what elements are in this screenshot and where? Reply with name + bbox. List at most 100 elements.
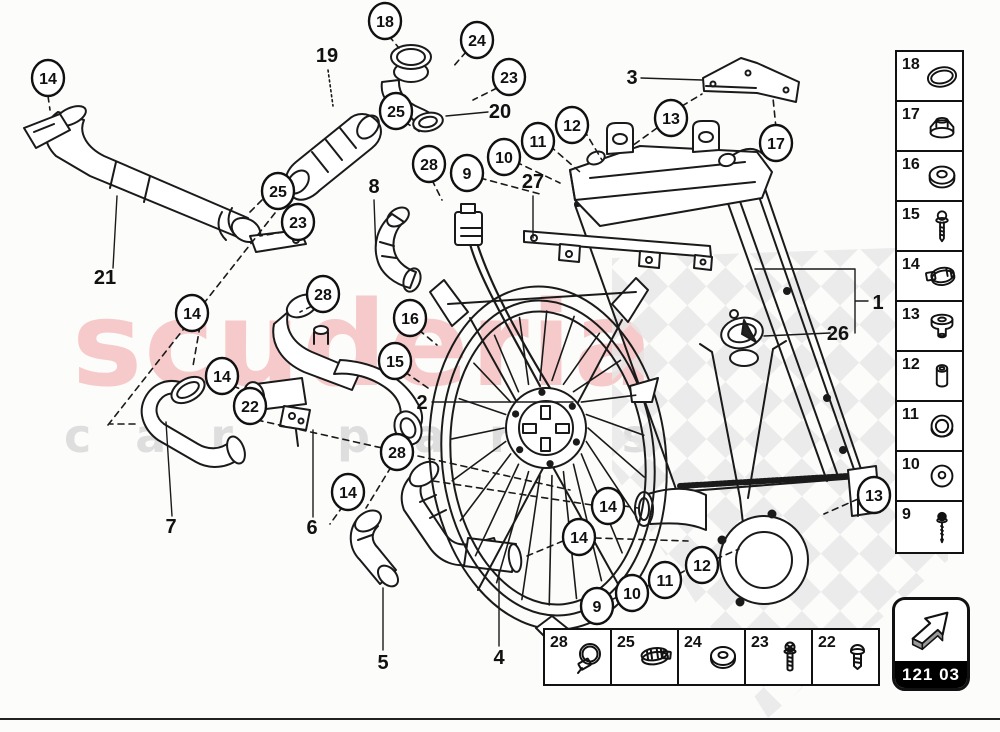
balloon-number: 28 (314, 287, 332, 304)
balloon-number: 14 (39, 71, 57, 88)
sidebar-cell-16: 16 (897, 152, 962, 202)
balloon-number: 11 (657, 573, 674, 590)
hose-clamp-icon (925, 266, 956, 287)
balloon-12: 12 (684, 545, 720, 585)
part-number: 23 (751, 634, 769, 651)
legend-cell-28: 28 (545, 630, 612, 684)
bolt-icon (783, 641, 797, 672)
balloon-number: 23 (500, 70, 518, 87)
balloon-number: 14 (183, 306, 201, 323)
balloon-28: 28 (379, 432, 415, 472)
balloon-number: 22 (241, 399, 259, 416)
hose-7 (140, 375, 246, 468)
part-label-5: 5 (377, 652, 388, 674)
balloon-22: 22 (232, 386, 268, 426)
leader-lines (112, 77, 869, 651)
balloon-number: 9 (463, 166, 472, 183)
washer-icon (928, 165, 956, 189)
thermostat-cap (699, 309, 787, 533)
sidebar-cell-18: 18 (897, 52, 962, 102)
hardware-parts-legend: 28 25 24 23 22 (543, 628, 880, 686)
part-number: 9 (902, 506, 911, 523)
sidebar-cell-11: 11 (897, 402, 962, 452)
sidebar-cell-14: 14 (897, 252, 962, 302)
sidebar-cell-17: 17 (897, 102, 962, 152)
grommet-washer-icon (710, 646, 736, 669)
part-label-20: 20 (489, 101, 511, 123)
part-number: 16 (902, 156, 920, 173)
balloon-number: 17 (767, 136, 785, 153)
cooling-fan (428, 203, 668, 649)
balloon-number: 12 (563, 118, 581, 135)
diagram-page-code-box: 121 03 (892, 597, 970, 691)
part-number: 17 (902, 106, 920, 123)
balloon-23: 23 (280, 202, 316, 242)
screw-long-icon (936, 511, 948, 544)
balloon-10: 10 (614, 573, 650, 613)
hose-19 (284, 113, 382, 201)
legend-cell-22: 22 (813, 630, 878, 684)
hose-5 (349, 509, 399, 588)
part-number: 25 (617, 634, 635, 651)
part-number: 13 (902, 306, 920, 323)
balloon-11: 11 (520, 121, 556, 161)
balloon-16: 16 (392, 298, 428, 338)
part-label-6: 6 (306, 517, 317, 539)
part-number: 14 (902, 256, 920, 273)
balloon-14: 14 (561, 517, 597, 557)
balloon-14: 14 (330, 472, 366, 512)
part-label-26: 26 (827, 323, 849, 345)
balloon-15: 15 (377, 341, 413, 381)
part-number: 28 (550, 634, 568, 651)
part-label-4: 4 (493, 647, 505, 669)
part-label-21: 21 (94, 267, 116, 289)
dotted-leader-lines (327, 69, 334, 107)
balloon-18: 18 (367, 1, 403, 41)
legend-cell-25: 25 (612, 630, 679, 684)
part-number: 18 (902, 56, 920, 73)
balloon-12: 12 (554, 105, 590, 145)
balloon-number: 14 (339, 485, 357, 502)
oring-icon (926, 66, 958, 88)
balloon-number: 10 (495, 150, 513, 167)
part-number: 22 (818, 634, 836, 651)
balloon-number: 11 (530, 134, 547, 151)
balloon-number: 18 (376, 14, 394, 31)
balloon-25: 25 (378, 91, 414, 131)
balloon-14: 14 (590, 486, 626, 526)
part-number: 11 (902, 406, 919, 423)
balloon-number: 16 (401, 311, 419, 328)
part-label-2: 2 (416, 392, 427, 414)
balloon-number: 10 (623, 586, 641, 603)
balloon-number: 9 (593, 599, 602, 616)
part-label-3: 3 (626, 67, 637, 89)
balloon-number: 13 (865, 488, 883, 505)
balloon-9: 9 (579, 586, 615, 626)
balloon-9: 9 (449, 153, 485, 193)
sidebar-cell-15: 15 (897, 202, 962, 252)
sidebar-cell-12: 12 (897, 352, 962, 402)
balloon-number: 28 (388, 445, 406, 462)
part-number: 12 (902, 356, 920, 373)
nav-arrow-icon (911, 611, 949, 650)
balloon-number: 12 (693, 558, 711, 575)
sidebar-cell-10: 10 (897, 452, 962, 502)
page-code: 121 03 (895, 661, 967, 688)
lower-bracket (523, 230, 713, 271)
balloon-28: 28 (305, 274, 341, 314)
balloon-number: 13 (662, 111, 680, 128)
balloon-14: 14 (204, 356, 240, 396)
washer-small-icon (930, 464, 954, 488)
balloon-number: 25 (269, 184, 287, 201)
balloon-24: 24 (459, 20, 495, 60)
flange-nut-icon (929, 117, 955, 139)
radiator-top-tank (569, 120, 773, 227)
balloon-number: 14 (599, 499, 617, 516)
balloon-number: 24 (468, 33, 486, 50)
balloon-number: 14 (570, 530, 588, 547)
part-number: 24 (684, 634, 702, 651)
balloon-13: 13 (856, 475, 892, 515)
